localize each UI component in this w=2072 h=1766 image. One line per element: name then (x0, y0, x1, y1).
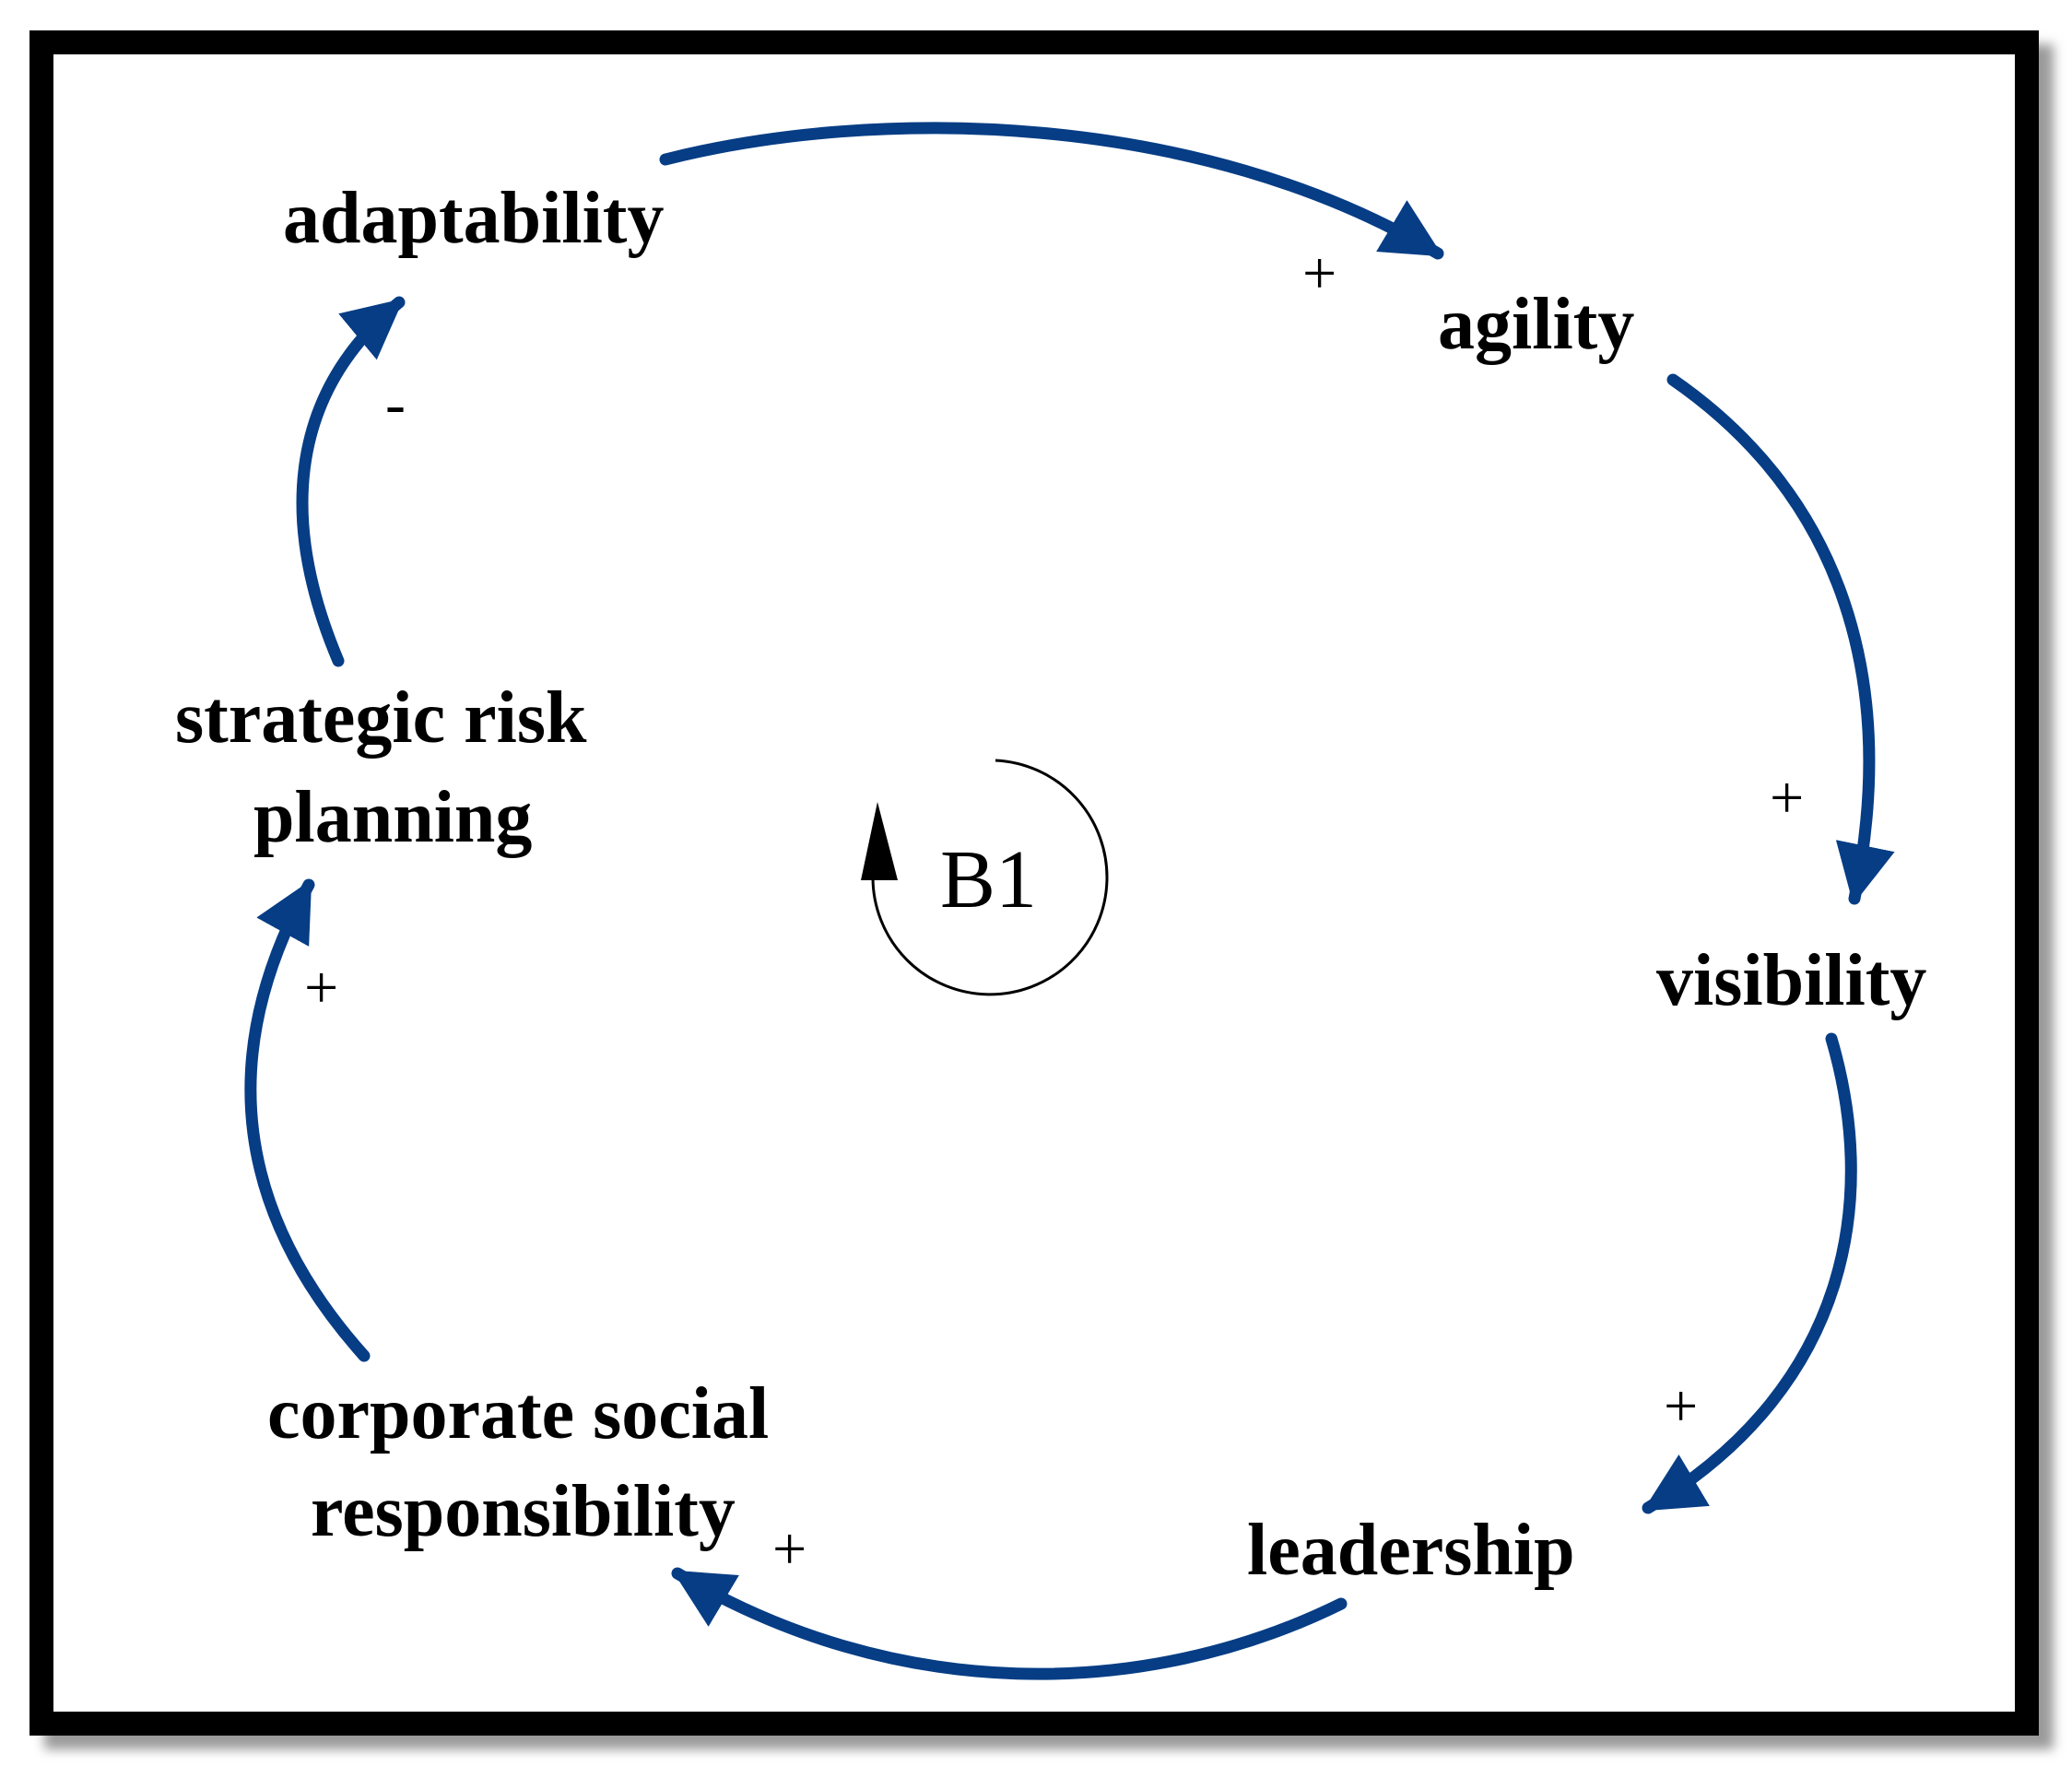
loop-label: B1 (940, 834, 1037, 925)
link-leadership-to-csr (671, 1567, 1348, 1680)
polarity-agility-visibility: + (1770, 764, 1804, 831)
polarity-adaptability-agility: + (1302, 240, 1336, 307)
node-agility: agility (1438, 284, 1634, 365)
polarity-csr-srp: + (304, 954, 338, 1021)
link-csr-to-strategic-risk-planning (244, 878, 371, 1362)
node-csr-line1: corporate social (267, 1373, 769, 1454)
polarity-leadership-csr: + (772, 1515, 806, 1583)
node-srp-line2: planning (253, 777, 532, 858)
link-visibility-to-leadership (1642, 1032, 1857, 1514)
node-visibility: visibility (1656, 940, 1926, 1021)
node-leadership: leadership (1247, 1510, 1575, 1591)
loop-direction-arrowhead (861, 802, 898, 880)
link-strategic-risk-planning-to-adaptability (296, 296, 406, 667)
node-csr-line2: responsibility (311, 1471, 736, 1552)
loop-direction-indicator (871, 759, 1109, 996)
polarity-srp-adaptability: - (385, 371, 406, 438)
node-adaptability: adaptability (283, 178, 664, 259)
polarity-visibility-leadership: + (1664, 1372, 1698, 1440)
node-srp-line1: strategic risk (175, 677, 587, 759)
link-adaptability-to-agility (659, 122, 1444, 260)
link-agility-to-visibility (1666, 373, 1895, 905)
